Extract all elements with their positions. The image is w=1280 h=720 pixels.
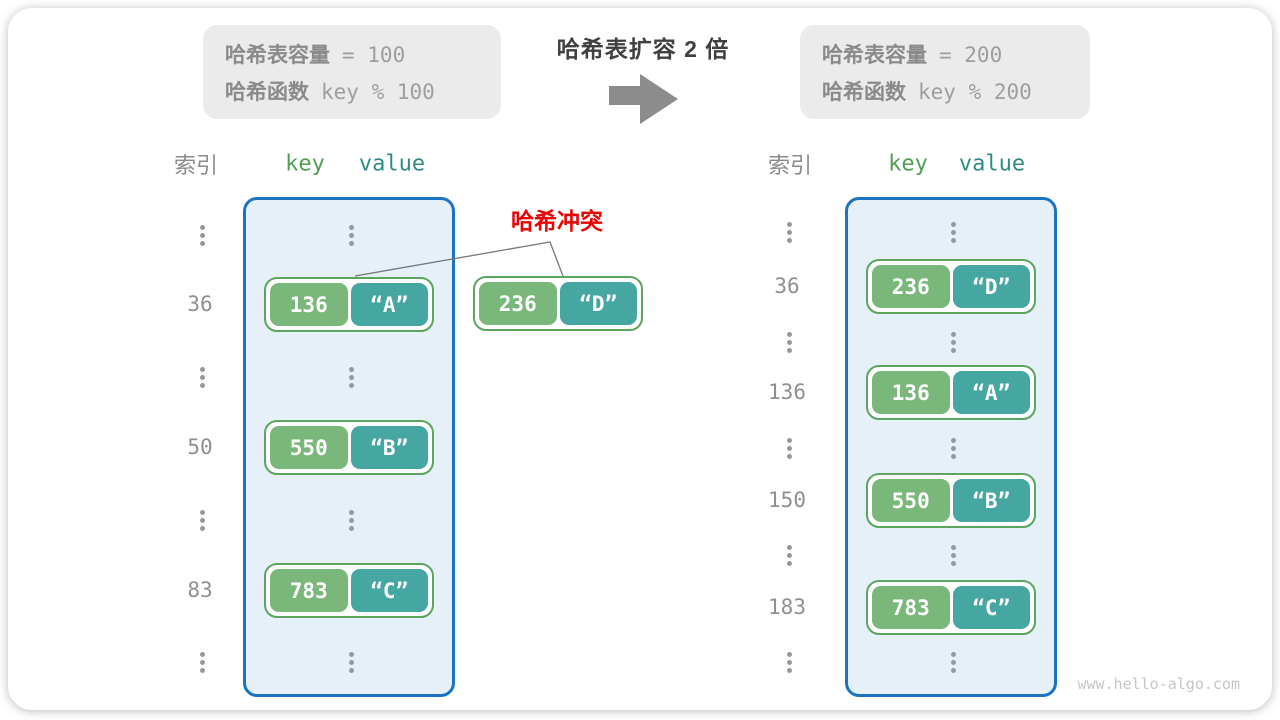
hash-function-label: 哈希函数 <box>822 80 906 104</box>
ellipsis-dots <box>787 340 792 345</box>
pair-783-C-rehashed: 783 “C” <box>866 580 1036 635</box>
pair-236-D-colliding: 236 “D” <box>473 276 643 331</box>
index-header-right: 索引 <box>767 153 813 178</box>
ellipsis-dots <box>349 233 354 238</box>
value-cell: “C” <box>350 569 428 612</box>
key-cell: 550 <box>872 479 950 522</box>
key-cell: 136 <box>872 371 950 414</box>
ellipsis-dots <box>200 233 205 238</box>
ellipsis-dots <box>951 660 956 665</box>
ellipsis-dots <box>787 660 792 665</box>
ellipsis-dots <box>200 375 205 380</box>
key-cell: 136 <box>270 283 348 326</box>
pair-136-A-rehashed: 136 “A” <box>866 365 1036 420</box>
value-cell: “D” <box>952 265 1030 308</box>
key-cell: 236 <box>872 265 950 308</box>
ellipsis-dots <box>349 660 354 665</box>
pair-550-B: 550 “B” <box>264 420 434 475</box>
hash-function-value: key % 100 <box>321 79 435 104</box>
ellipsis-dots <box>951 446 956 451</box>
index-label: 150 <box>768 488 806 512</box>
ellipsis-dots <box>787 553 792 558</box>
key-cell: 783 <box>872 586 950 629</box>
ellipsis-dots <box>951 230 956 235</box>
ellipsis-dots <box>200 518 205 523</box>
key-header-left: key <box>285 151 325 177</box>
hash-function-line: 哈希函数 key % 200 <box>822 76 1090 106</box>
index-label: 183 <box>768 595 806 619</box>
capacity-value: = 200 <box>939 42 1003 67</box>
ellipsis-dots <box>787 446 792 451</box>
ellipsis-dots <box>951 340 956 345</box>
hash-function-label: 哈希函数 <box>225 80 309 104</box>
key-cell: 236 <box>479 282 557 325</box>
pair-550-B-rehashed: 550 “B” <box>866 473 1036 528</box>
ellipsis-dots <box>349 518 354 523</box>
value-cell: “A” <box>952 371 1030 414</box>
info-box-before: 哈希表容量 = 100 哈希函数 key % 100 <box>203 25 501 119</box>
hash-function-value: key % 200 <box>918 79 1032 104</box>
index-label: 83 <box>187 578 213 602</box>
ellipsis-dots <box>200 660 205 665</box>
capacity-line: 哈希表容量 = 200 <box>822 39 1090 69</box>
ellipsis-dots <box>787 230 792 235</box>
index-label: 136 <box>768 380 806 404</box>
ellipsis-dots <box>951 553 956 558</box>
capacity-line: 哈希表容量 = 100 <box>225 39 501 69</box>
value-header-left: value <box>358 151 426 177</box>
index-header-left: 索引 <box>173 153 219 178</box>
value-cell: “C” <box>952 586 1030 629</box>
key-cell: 783 <box>270 569 348 612</box>
pair-136-A: 136 “A” <box>264 277 434 332</box>
ellipsis-dots <box>349 375 354 380</box>
info-box-after: 哈希表容量 = 200 哈希函数 key % 200 <box>800 25 1090 119</box>
index-label: 50 <box>187 435 213 459</box>
capacity-value: = 100 <box>342 42 406 67</box>
pair-236-D: 236 “D” <box>866 259 1036 314</box>
collision-label: 哈希冲突 <box>511 208 603 234</box>
capacity-label: 哈希表容量 <box>225 43 330 67</box>
index-label: 36 <box>774 274 800 298</box>
diagram-card <box>8 8 1272 710</box>
pair-783-C: 783 “C” <box>264 563 434 618</box>
value-cell: “A” <box>350 283 428 326</box>
key-cell: 550 <box>270 426 348 469</box>
capacity-label: 哈希表容量 <box>822 43 927 67</box>
key-header-right: key <box>888 151 928 177</box>
value-header-right: value <box>958 151 1026 177</box>
hash-function-line: 哈希函数 key % 100 <box>225 76 501 106</box>
watermark: www.hello-algo.com <box>1077 675 1240 693</box>
value-cell: “B” <box>952 479 1030 522</box>
value-cell: “D” <box>559 282 637 325</box>
page-title: 哈希表扩容 2 倍 <box>556 36 730 62</box>
value-cell: “B” <box>350 426 428 469</box>
index-label: 36 <box>187 292 213 316</box>
